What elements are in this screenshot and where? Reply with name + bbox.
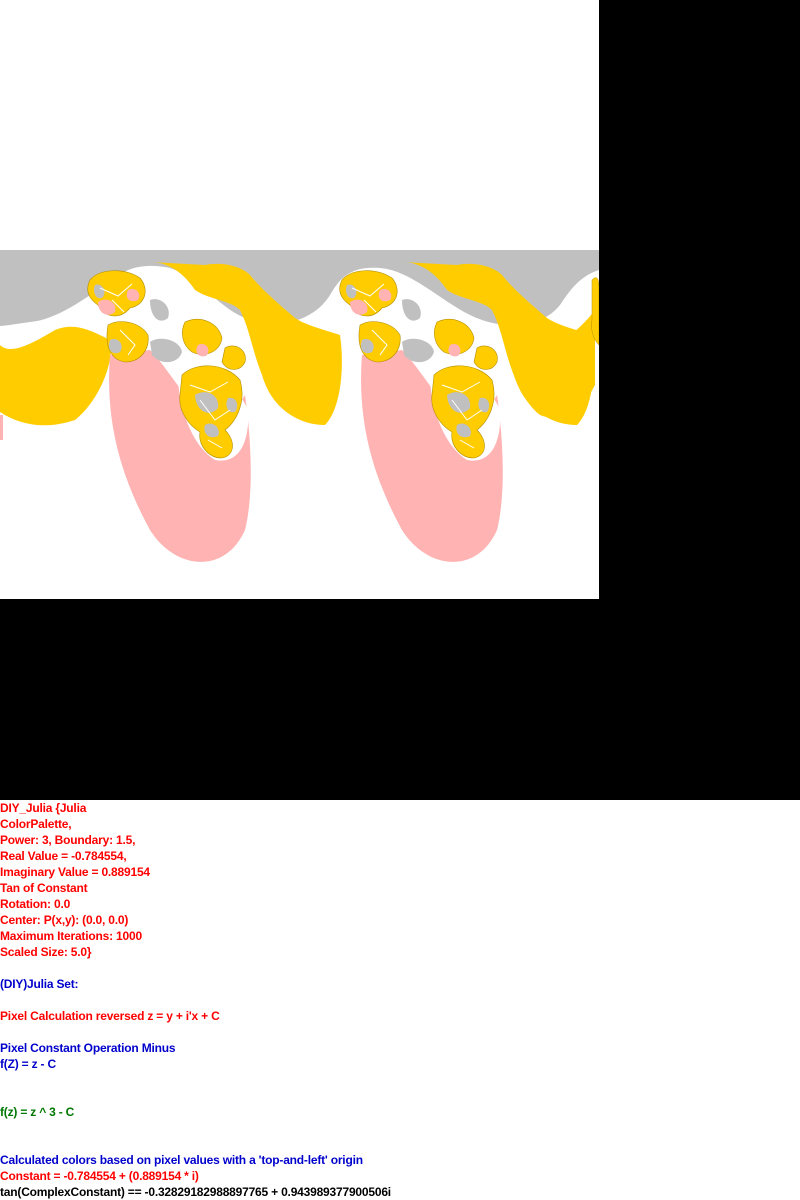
info-scaled-size: Scaled Size: 5.0} [0,945,92,959]
info-set-type: (DIY)Julia Set: [0,977,79,991]
info-fz-c: f(Z) = z - C [0,1057,56,1071]
info-title: DIY_Julia {Julia [0,801,87,815]
fractal-edge-detail [591,277,599,346]
info-tan-constant: Tan of Constant [0,881,88,895]
info-fz-power: f(z) = z ^ 3 - C [0,1105,75,1119]
info-colors-origin: Calculated colors based on pixel values … [0,1153,363,1167]
info-constant-expr: Constant = -0.784554 + (0.889154 * i) [0,1169,199,1183]
render-area [0,0,800,800]
info-max-iterations: Maximum Iterations: 1000 [0,929,142,943]
pink-left-edge [0,415,3,440]
info-center: Center: P(x,y): (0.0, 0.0) [0,913,129,927]
info-panel: DIY_Julia {Julia ColorPalette, Power: 3,… [0,800,800,1200]
gold-band-left [0,326,111,426]
info-tan-expr: tan(ComplexConstant) == -0.3282918298889… [0,1185,391,1199]
info-palette: ColorPalette, [0,817,72,831]
info-constant-op: Pixel Constant Operation Minus [0,1041,176,1055]
gold-band-right [500,310,595,418]
info-imaginary-value: Imaginary Value = 0.889154 [0,865,150,879]
info-rotation: Rotation: 0.0 [0,897,71,911]
info-real-value: Real Value = -0.784554, [0,849,127,863]
info-pixel-calc: Pixel Calculation reversed z = y + i'x +… [0,1009,220,1023]
fractal-image [0,0,599,599]
info-power-boundary: Power: 3, Boundary: 1.5, [0,833,136,847]
